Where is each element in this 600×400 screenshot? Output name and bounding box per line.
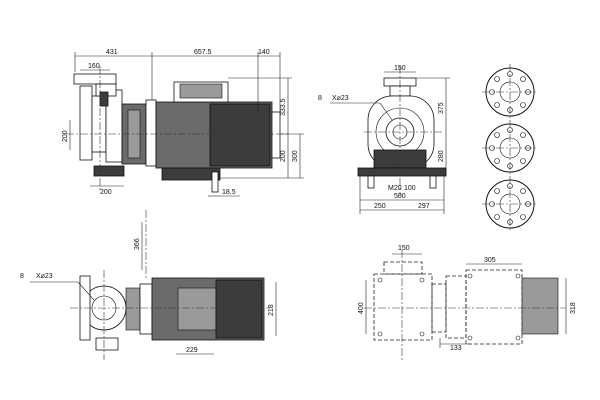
bolt-hole <box>507 127 513 133</box>
motor-flange-top <box>139 283 153 335</box>
dim-text-150: 150 <box>394 65 406 72</box>
bolt-hole <box>507 183 513 189</box>
item-number-8-top: 8 <box>20 273 24 280</box>
dim-text-431: 431 <box>106 49 118 56</box>
bolt-hole <box>507 163 513 169</box>
pump-foot-top <box>95 337 119 351</box>
bolt-hole <box>489 89 495 95</box>
dim-text-305: 305 <box>484 257 496 264</box>
baseplate-view: 150 305 400 318 133 <box>358 245 577 360</box>
motor-fan-cover <box>209 103 271 167</box>
motor-end-box <box>521 277 559 335</box>
dim-text-318: 318 <box>570 302 577 314</box>
dim-text-200h: 200 <box>100 189 112 196</box>
flange-pattern-middle <box>482 120 538 176</box>
anchor-hole <box>419 277 425 283</box>
discharge-flange <box>73 73 117 85</box>
dim-text-366: 366 <box>134 238 141 250</box>
anchor-bolt-left <box>367 175 375 189</box>
anchor-hole <box>515 335 521 341</box>
anchor-hole <box>377 277 383 283</box>
item-number-8: 8 <box>318 95 322 102</box>
fan-cover-top <box>215 279 263 339</box>
dim-text-150b: 150 <box>398 245 410 252</box>
suction-flange <box>79 85 93 161</box>
front-view: 431 657.5 140 160 200 200 333.5 200 300 … <box>62 49 304 197</box>
dim-text-200r: 200 <box>280 150 287 162</box>
motor-foot <box>161 167 221 181</box>
terminal-box-lid <box>179 83 223 99</box>
bolt-hole <box>520 214 526 220</box>
foot-bolt <box>211 171 219 193</box>
thread-callout: M20 <box>388 185 402 192</box>
dim-text-133: 133 <box>450 345 462 352</box>
base-frame-side <box>357 167 447 177</box>
dim-text-657: 657.5 <box>194 49 212 56</box>
flange-footprint-hidden <box>445 275 467 339</box>
dim-text-200v: 200 <box>62 130 69 142</box>
flange-pattern-bottom <box>482 176 538 232</box>
dim-text-300: 300 <box>292 150 299 162</box>
flange-patterns <box>482 64 538 232</box>
bolt-hole <box>525 89 531 95</box>
flange-outline-hidden <box>383 261 423 275</box>
bolt-hole <box>494 158 500 164</box>
dim-text-140: 140 <box>258 49 270 56</box>
bolt-hole <box>494 102 500 108</box>
bolt-hole <box>520 102 526 108</box>
bolt-hole <box>520 76 526 82</box>
leader-line <box>379 102 393 121</box>
bolt-hole <box>494 214 500 220</box>
dim-text-280: 280 <box>438 150 445 162</box>
bolt-hole <box>507 71 513 77</box>
bolt-hole <box>520 188 526 194</box>
bolt-hole <box>525 145 531 151</box>
dim-text-375: 375 <box>438 102 445 114</box>
anchor-hole <box>515 273 521 279</box>
pump-casing <box>105 89 123 163</box>
dim-text-400: 400 <box>358 302 365 314</box>
dim-text-160: 160 <box>88 63 100 70</box>
vent-plug <box>99 91 109 107</box>
bolt-hole <box>494 188 500 194</box>
leader-line <box>77 281 95 301</box>
top-view: 8 X⌀23 366 218 229 <box>20 210 277 360</box>
bolt-hole <box>507 219 513 225</box>
anchor-hole <box>377 331 383 337</box>
pump-footprint-hidden <box>373 273 433 341</box>
bolt-hole <box>494 132 500 138</box>
anchor-hole <box>467 273 473 279</box>
motor-end-cap <box>271 111 281 159</box>
bolt-hole <box>520 132 526 138</box>
bolt-hole <box>489 201 495 207</box>
dim-text-185: 18.5 <box>222 189 236 196</box>
side-view: 8 X⌀23 150 375 280 M20 100 500 250 297 <box>318 65 450 214</box>
anchor-hole <box>419 331 425 337</box>
bolt-hole <box>525 201 531 207</box>
bolt-hole <box>507 107 513 113</box>
pump-foot <box>93 165 125 177</box>
motor-flange <box>145 99 157 167</box>
flange-pattern-top <box>482 64 538 120</box>
terminal-box-top <box>177 287 217 331</box>
dim-text-250: 250 <box>374 203 386 210</box>
anchor-bolt-right <box>429 175 437 189</box>
dim-text-229: 229 <box>186 347 198 354</box>
bolt-hole <box>489 145 495 151</box>
dim-text-297: 297 <box>418 203 430 210</box>
bracket-top <box>125 287 141 331</box>
dim-text-3335: 333.5 <box>280 98 287 116</box>
dim-text-500: 500 <box>394 193 406 200</box>
dim-text-218: 218 <box>268 304 275 316</box>
bolt-hole <box>520 158 526 164</box>
dim-text-100: 100 <box>404 185 416 192</box>
anchor-hole <box>467 335 473 341</box>
motor-footprint-hidden <box>465 269 523 345</box>
bolt-hole <box>494 76 500 82</box>
hole-callout-top: X⌀23 <box>36 273 53 280</box>
hole-callout: X⌀23 <box>332 95 349 102</box>
